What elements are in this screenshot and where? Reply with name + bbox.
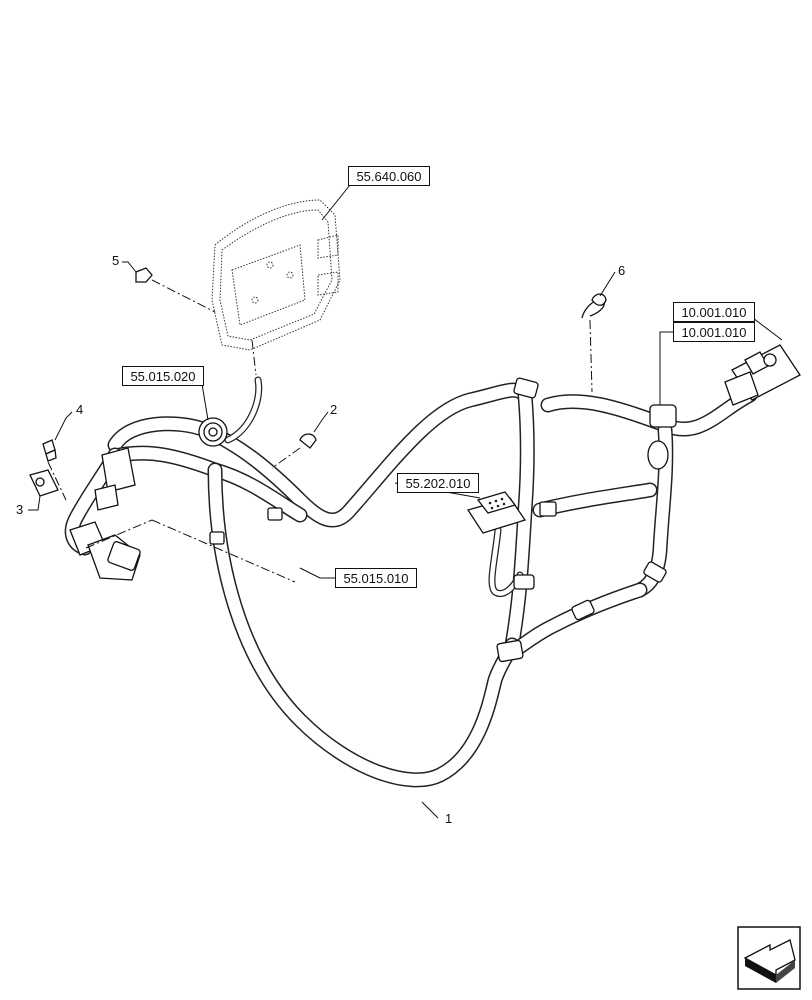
callout-3: 3 bbox=[16, 502, 24, 517]
right-connector-assembly bbox=[724, 344, 801, 406]
ref-switch[interactable]: 55.202.010 bbox=[397, 473, 479, 493]
assembly-lines bbox=[47, 279, 593, 583]
callout-5: 5 bbox=[112, 253, 120, 268]
callout-6: 6 bbox=[618, 263, 626, 278]
next-page-arrow-icon[interactable] bbox=[737, 926, 801, 990]
left-connector-assembly bbox=[69, 447, 141, 581]
switch-part bbox=[466, 491, 527, 534]
callout-4: 4 bbox=[76, 402, 84, 417]
ref-connector-left[interactable]: 55.015.020 bbox=[122, 366, 204, 386]
round-connector bbox=[198, 417, 228, 447]
ref-cab-b[interactable]: 10.001.010 bbox=[673, 322, 755, 342]
loose-parts bbox=[29, 267, 607, 497]
ref-harness[interactable]: 55.015.010 bbox=[335, 568, 417, 588]
ref-cab-a[interactable]: 10.001.010 bbox=[673, 302, 755, 322]
control-module bbox=[211, 199, 341, 351]
ref-module[interactable]: 55.640.060 bbox=[348, 166, 430, 186]
callout-1: 1 bbox=[445, 811, 453, 826]
harness-clamps bbox=[209, 377, 677, 663]
callout-2: 2 bbox=[330, 402, 338, 417]
